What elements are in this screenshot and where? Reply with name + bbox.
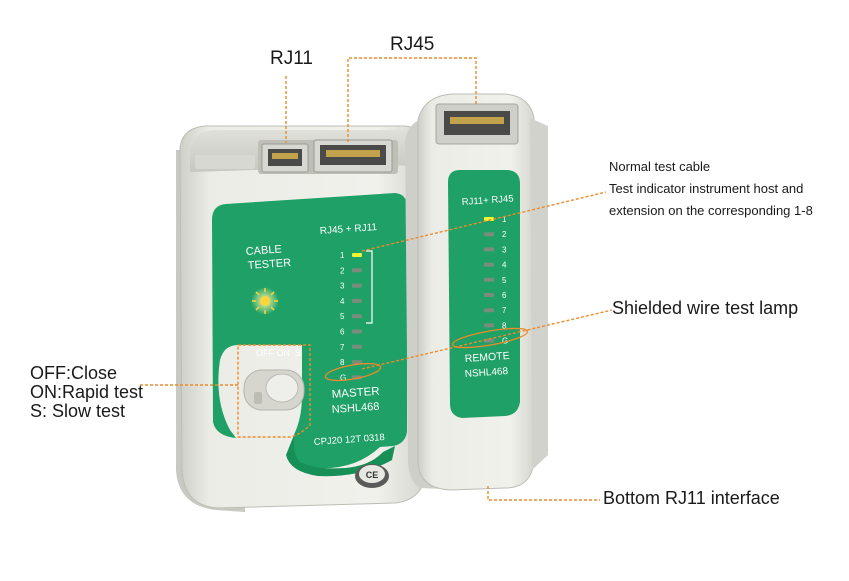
master-led-label: 6 bbox=[340, 328, 345, 337]
remote-led-label: 5 bbox=[502, 276, 507, 285]
switch-labels: OFF ON S bbox=[256, 348, 301, 358]
master-led bbox=[352, 329, 362, 334]
power-indicator-led bbox=[251, 287, 279, 315]
master-led bbox=[352, 298, 362, 303]
master-unit: CABLE TESTER RJ45 + RJ11 1 2 3 4 5 6 7 8G OFF O… bbox=[176, 125, 427, 512]
master-led-label: G bbox=[340, 373, 346, 382]
indicator-line2-label: extension on the corresponding 1-8 bbox=[609, 203, 813, 218]
master-model: NSHL468 bbox=[331, 401, 379, 416]
remote-led-row: 6 bbox=[484, 291, 507, 300]
master-led-row: 5 bbox=[340, 312, 362, 321]
master-led-label: 1 bbox=[340, 251, 345, 260]
ce-logo: CE bbox=[355, 464, 389, 488]
switch-off-label: OFF:Close bbox=[30, 363, 118, 383]
master-tag-line2: TESTER bbox=[247, 257, 291, 272]
switch-on-label: ON:Rapid test bbox=[30, 382, 144, 402]
remote-led-label: 4 bbox=[502, 261, 507, 270]
master-led-row: 1 bbox=[340, 251, 362, 260]
remote-led-label: 2 bbox=[502, 230, 507, 239]
master-led bbox=[352, 344, 362, 349]
remote-led-label: 3 bbox=[502, 245, 507, 254]
remote-led-row: 1 bbox=[484, 215, 507, 224]
remote-led-label: 8 bbox=[502, 321, 507, 330]
remote-led-row: 7 bbox=[484, 306, 507, 315]
remote-led-row: 5 bbox=[484, 276, 507, 285]
remote-header: RJ11+ RJ45 bbox=[461, 193, 513, 208]
rj11-label: RJ11 bbox=[270, 48, 313, 69]
switch-s-label: S: Slow test bbox=[30, 401, 126, 421]
master-led-label: 2 bbox=[340, 266, 345, 275]
master-serial: CPJ20 12T 0318 bbox=[313, 432, 385, 448]
master-header: RJ45 + RJ11 bbox=[319, 222, 377, 237]
remote-led bbox=[484, 293, 494, 297]
remote-led-label: 1 bbox=[502, 215, 507, 224]
normal-cable-leader bbox=[361, 191, 607, 252]
ce-mark: CE bbox=[366, 470, 379, 480]
shielded-label: Shielded wire test lamp bbox=[612, 298, 799, 318]
remote-led bbox=[484, 262, 494, 267]
rj45-leader bbox=[347, 57, 477, 142]
rj45-label: RJ45 bbox=[390, 34, 435, 55]
master-led-row: 8 bbox=[340, 358, 362, 367]
remote-model: NSHL468 bbox=[464, 366, 508, 380]
master-rj45-port[interactable] bbox=[313, 139, 393, 173]
remote-led bbox=[484, 217, 494, 221]
remote-brand: REMOTE bbox=[464, 350, 510, 365]
shielded-leader bbox=[361, 309, 613, 370]
bottom-rj11-label: Bottom RJ11 interface bbox=[603, 488, 780, 508]
remote-led-row: 2 bbox=[484, 230, 507, 239]
master-led bbox=[352, 314, 362, 319]
remote-g-highlight bbox=[451, 327, 529, 349]
remote-led bbox=[484, 323, 494, 328]
master-led-label: 5 bbox=[340, 312, 345, 321]
indicator-line1-label: Test indicator instrument host and bbox=[609, 181, 804, 196]
master-led-label: 8 bbox=[340, 358, 345, 367]
master-led-row: 3 bbox=[340, 282, 362, 291]
remote-led-label: 6 bbox=[502, 291, 507, 300]
master-g-highlight bbox=[324, 362, 382, 382]
remote-led bbox=[484, 247, 494, 252]
master-led bbox=[352, 253, 362, 257]
master-green-panel bbox=[212, 193, 407, 469]
master-led-row: 2 bbox=[340, 266, 362, 275]
remote-led-label: 7 bbox=[502, 306, 507, 315]
master-led-row: 4 bbox=[340, 297, 362, 306]
remote-rj45-port[interactable] bbox=[435, 103, 519, 145]
master-led-label: 4 bbox=[340, 297, 345, 306]
master-led bbox=[352, 283, 362, 288]
mode-switch[interactable]: OFF ON S bbox=[243, 348, 305, 411]
remote-led-label: G bbox=[502, 337, 508, 346]
remote-led-row: 8 bbox=[484, 321, 507, 330]
remote-led bbox=[484, 232, 494, 237]
master-tag-line1: CABLE bbox=[245, 244, 282, 258]
master-brand: MASTER bbox=[331, 386, 380, 401]
normal-cable-label: Normal test cable bbox=[609, 159, 711, 174]
remote-led-row: 3 bbox=[484, 245, 507, 254]
master-led bbox=[352, 360, 362, 365]
master-rj11-port[interactable] bbox=[261, 143, 309, 173]
master-led bbox=[352, 268, 362, 273]
remote-unit: RJ11+ RJ45 1 2 3 4 5 6 7 8G REMOTE NSHL468 bbox=[405, 93, 548, 491]
master-led-row: 6 bbox=[340, 328, 362, 337]
callout-lines bbox=[140, 57, 613, 501]
master-led-label: 3 bbox=[340, 282, 345, 291]
switch-leader bbox=[140, 344, 311, 438]
remote-led bbox=[484, 308, 494, 313]
remote-led bbox=[484, 277, 494, 282]
master-led-row: 7 bbox=[340, 343, 362, 352]
remote-led-row: 4 bbox=[484, 261, 507, 270]
master-led-label: 7 bbox=[340, 343, 345, 352]
